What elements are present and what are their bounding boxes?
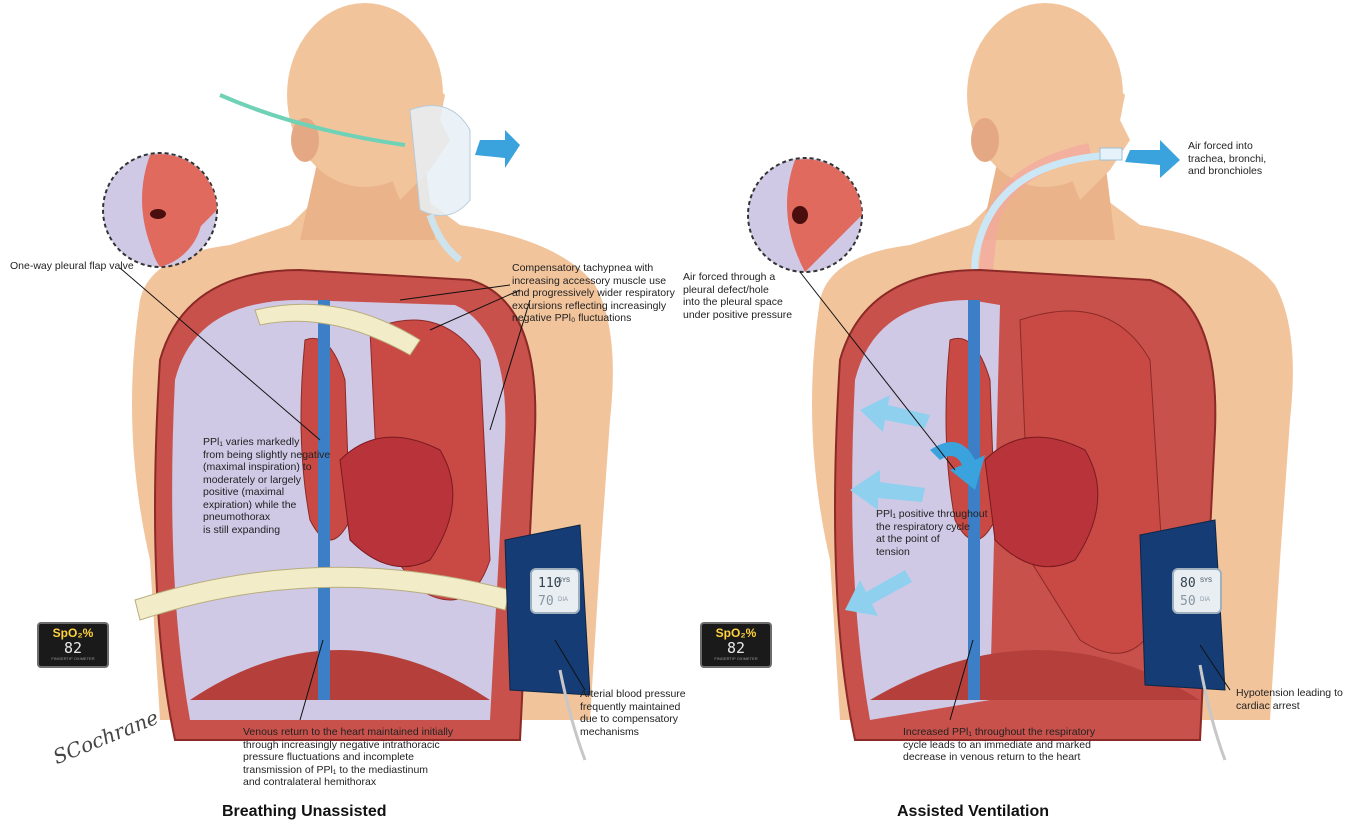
label-pleural-flap: One-way pleural flap valve (10, 260, 134, 273)
right-defect-hole (792, 206, 808, 224)
right-bp-sys: 80 (1180, 576, 1196, 591)
left-bp-sys-unit: SYS (558, 578, 570, 584)
right-vena-cava (968, 300, 980, 700)
right-ear (971, 118, 999, 162)
left-inflow-arrow (475, 130, 520, 168)
right-spo2-value: 82 (702, 640, 770, 656)
right-bp-sys-unit: SYS (1200, 578, 1212, 584)
caption-breathing-unassisted: Breathing Unassisted (222, 803, 386, 821)
caption-assisted-ventilation: Assisted Ventilation (897, 803, 1049, 821)
label-ppl-varies: PPl₁ varies markedly from being slightly… (203, 436, 330, 536)
label-hypotension: Hypotension leading to cardiac arrest (1236, 687, 1343, 712)
left-spo2-value: 82 (39, 640, 107, 656)
label-arterial-bp: Arterial blood pressure frequently maint… (580, 688, 686, 738)
label-air-trachea: Air forced into trachea, bronchi, and br… (1188, 140, 1266, 178)
right-bp-dia-unit: DIA (1200, 597, 1210, 603)
right-spo2-label: SpO₂% (702, 626, 770, 640)
left-flap-hole (150, 209, 166, 219)
left-bp-display: 110 SYS 70 DIA (530, 568, 580, 614)
right-bp-display: 80 SYS 50 DIA (1172, 568, 1222, 614)
right-et-connector (1100, 148, 1122, 160)
left-oxygen-mask (410, 106, 470, 216)
left-figure (103, 3, 613, 760)
left-pulse-oximeter: SpO₂% 82 FINGERTIP OXIMETER (37, 622, 109, 668)
label-tachypnea: Compensatory tachypnea with increasing a… (512, 262, 675, 325)
label-air-pleural: Air forced through a pleural defect/hole… (683, 271, 792, 321)
right-figure (748, 3, 1293, 760)
label-venous-return: Venous return to the heart maintained in… (243, 726, 453, 789)
right-oximeter-brand: FINGERTIP OXIMETER (702, 656, 770, 662)
label-ppl-positive: PPl₁ positive throughout the respiratory… (876, 508, 988, 558)
left-bp-dia: 70 (538, 594, 554, 609)
left-bp-dia-unit: DIA (558, 597, 568, 603)
right-inflow-arrow (1125, 140, 1180, 178)
left-spo2-label: SpO₂% (39, 626, 107, 640)
right-pulse-oximeter: SpO₂% 82 FINGERTIP OXIMETER (700, 622, 772, 668)
left-oximeter-brand: FINGERTIP OXIMETER (39, 656, 107, 662)
right-bp-dia: 50 (1180, 594, 1196, 609)
label-increased-ppl: Increased PPl₁ throughout the respirator… (903, 726, 1095, 764)
